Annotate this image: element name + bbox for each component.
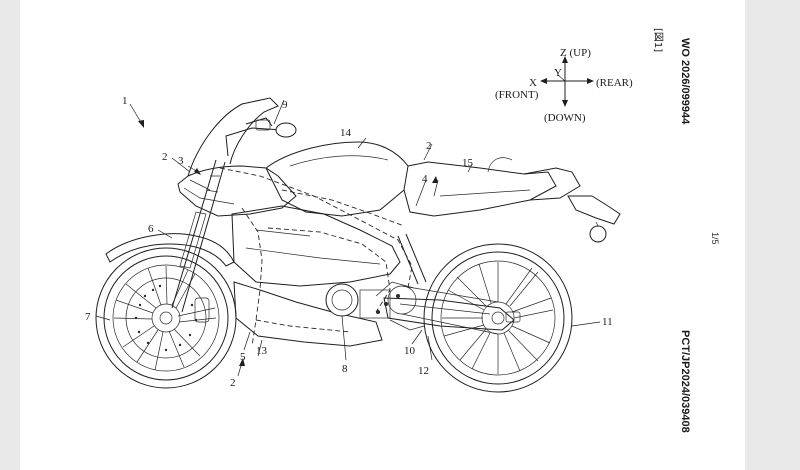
fuel-tank — [265, 141, 409, 217]
frame — [219, 167, 413, 347]
ref-14: 14 — [340, 127, 352, 139]
ref-2-center: 2 — [426, 140, 432, 152]
ref-5: 5 — [240, 351, 246, 363]
patent-drawing: WO 2026/099944 PCT/JP2024/039408 [図1] 1/… — [85, 28, 720, 433]
axis-rear-label: (REAR) — [596, 77, 633, 89]
axis-y-label: Y — [554, 67, 562, 79]
front-wheel — [95, 247, 237, 389]
front-fender — [105, 233, 235, 267]
ref-1: 1 — [122, 95, 128, 107]
axis-front-label: (FRONT) — [495, 89, 539, 101]
ref-12: 12 — [418, 365, 429, 377]
leader-lines — [95, 99, 601, 377]
lower-cowl — [233, 281, 383, 347]
figure-label: [図1] — [652, 28, 664, 52]
patent-sheet: WO 2026/099944 PCT/JP2024/039408 [図1] 1/… — [20, 0, 745, 470]
ref-6: 6 — [148, 223, 154, 235]
ref-13: 13 — [256, 345, 268, 357]
axis-indicator: Z (UP) X Y (FRONT) (REAR) (DOWN) — [495, 47, 633, 124]
handlebar — [225, 117, 297, 157]
axis-z-label: Z (UP) — [560, 47, 591, 59]
ref-2-bottom: 2 — [230, 377, 236, 389]
application-number: PCT/JP2024/039408 — [679, 330, 691, 433]
front-fork — [171, 159, 226, 313]
swingarm — [383, 297, 515, 331]
rear-fender — [567, 195, 621, 225]
front-fairing — [177, 165, 297, 217]
ref-9: 9 — [282, 99, 288, 111]
motorcycle-drawing — [95, 97, 621, 393]
ref-2-front: 2 — [162, 151, 168, 163]
motor — [325, 283, 391, 319]
publication-number: WO 2026/099944 — [679, 38, 691, 125]
ref-8: 8 — [342, 363, 348, 375]
side-cowl — [231, 205, 401, 287]
ref-7: 7 — [85, 311, 91, 323]
rear-shock — [397, 233, 427, 285]
tail-cowl — [523, 167, 581, 201]
page-number: 1/5 — [710, 232, 720, 245]
tail-light — [589, 225, 607, 243]
rear-wheel — [423, 243, 573, 393]
reference-numerals: 1 2 3 6 7 9 14 2 4 15 5 13 2 8 10 12 11 — [85, 95, 613, 389]
ref-15: 15 — [462, 157, 474, 169]
ref-4: 4 — [422, 173, 428, 185]
axis-down-label: (DOWN) — [544, 112, 586, 124]
ref-10: 10 — [404, 345, 416, 357]
seat — [403, 161, 557, 217]
windscreen — [187, 97, 279, 177]
ref-11: 11 — [602, 316, 613, 328]
axis-x-label: X — [529, 77, 537, 89]
ref-3: 3 — [178, 155, 184, 167]
chain — [387, 285, 499, 335]
